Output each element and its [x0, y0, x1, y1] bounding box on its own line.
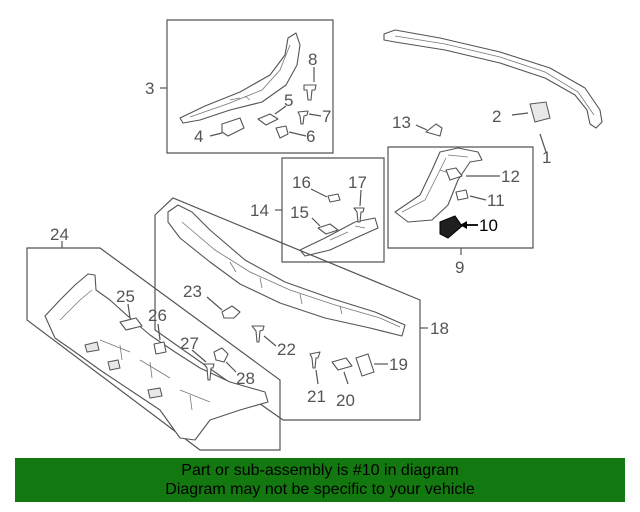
highlighted-part-10: [439, 215, 463, 239]
group-box-14: [275, 157, 385, 263]
callout-13: 13: [392, 113, 411, 132]
banner-line-2: Diagram may not be specific to your vehi…: [165, 481, 475, 498]
callout-4: 4: [194, 127, 203, 146]
callout-19: 19: [389, 355, 408, 374]
group-box-3: [160, 19, 334, 154]
info-banner: Part or sub-assembly is #10 in diagram D…: [15, 458, 625, 502]
callout-12: 12: [501, 167, 520, 186]
group-part-1: [383, 29, 603, 153]
banner-line-1: Part or sub-assembly is #10 in diagram: [181, 462, 459, 479]
group-box-18: [154, 197, 428, 421]
group-box-24: [26, 241, 281, 451]
group-part-13: [415, 123, 443, 137]
callout-1: 1: [542, 148, 551, 167]
callout-28: 28: [236, 369, 255, 388]
callout-14: 14: [250, 201, 269, 220]
parts-diagram: 1 2 3 4 5 6 7 8 9 10 11 12 13 14 15 16 1…: [26, 19, 603, 451]
group-box-9: [387, 146, 534, 255]
callout-17: 17: [348, 173, 367, 192]
callout-20: 20: [336, 391, 355, 410]
callout-24: 24: [50, 225, 69, 244]
callout-6: 6: [306, 127, 315, 146]
callout-26: 26: [148, 306, 167, 325]
callout-21: 21: [307, 387, 326, 406]
callout-16: 16: [292, 173, 311, 192]
callout-5: 5: [284, 91, 293, 110]
callout-8: 8: [308, 50, 317, 69]
callout-27: 27: [180, 334, 199, 353]
callout-23: 23: [183, 282, 202, 301]
callout-9: 9: [455, 258, 464, 277]
callout-18: 18: [430, 319, 449, 338]
callout-2: 2: [492, 107, 501, 126]
callout-10: 10: [479, 216, 498, 235]
callout-11: 11: [487, 191, 505, 210]
callout-25: 25: [116, 287, 135, 306]
callout-15: 15: [290, 203, 309, 222]
callout-7: 7: [322, 107, 331, 126]
callout-3: 3: [145, 79, 154, 98]
callout-22: 22: [277, 340, 296, 359]
